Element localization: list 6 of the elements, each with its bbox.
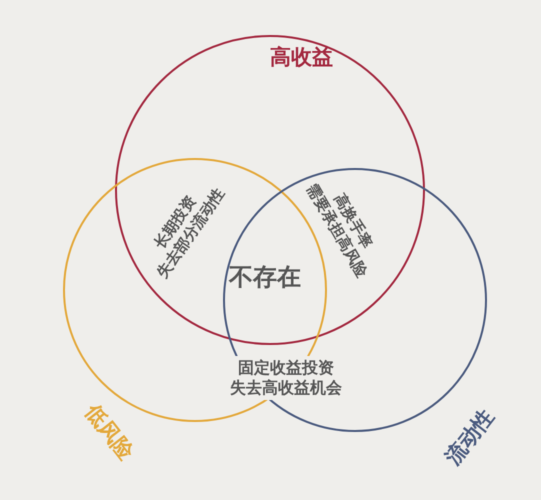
circle-heading: 低风险 xyxy=(80,398,140,466)
circle-heading: 高收益 xyxy=(270,44,333,71)
circle-heading: 流动性 xyxy=(440,404,500,470)
overlap-label: 不存在 xyxy=(228,262,302,292)
overlap-label: 长期投资失去部分流动性 xyxy=(149,184,228,284)
overlap-label: 高换手率需要承担高风险 xyxy=(302,179,378,282)
